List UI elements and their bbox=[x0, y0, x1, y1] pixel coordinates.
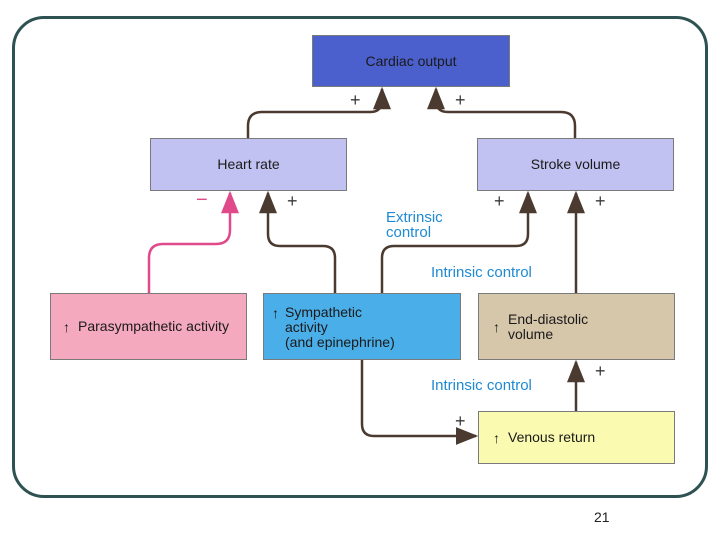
increase-arrow-icon: ↑ bbox=[493, 429, 500, 446]
venous-return-box: ↑ Venous return bbox=[478, 411, 675, 464]
increase-arrow-icon: ↑ bbox=[272, 305, 279, 321]
extrinsic-line1: Extrinsic bbox=[386, 209, 443, 226]
heart-rate-label: Heart rate bbox=[217, 156, 280, 172]
sympathetic-label: Sympathetic activity (and epinephrine) bbox=[285, 305, 395, 350]
parasympathetic-activity-box: ↑ Parasympathetic activity bbox=[50, 293, 247, 360]
arrow-sympathetic-to-heartrate bbox=[259, 190, 337, 293]
sympathetic-line2: activity bbox=[285, 319, 328, 335]
plus-sign: + bbox=[595, 191, 606, 211]
arrow-parasympathetic-to-heartrate bbox=[147, 190, 239, 293]
plus-sign: + bbox=[595, 361, 606, 381]
venous-return-label: Venous return bbox=[508, 429, 596, 445]
plus-sign: + bbox=[455, 90, 466, 110]
parasympathetic-label: Parasympathetic activity bbox=[78, 318, 229, 334]
plus-sign: + bbox=[287, 191, 298, 211]
intrinsic-control-label-upper: Intrinsic control bbox=[431, 264, 532, 281]
plus-sign: + bbox=[350, 90, 361, 110]
plus-sign: + bbox=[455, 411, 466, 431]
slide-frame bbox=[12, 16, 708, 498]
stroke-volume-box: Stroke volume bbox=[477, 138, 674, 191]
end-diastolic-line1: End-diastolic bbox=[508, 310, 589, 327]
plus-sign: + bbox=[494, 191, 505, 211]
intrinsic-control-label-lower: Intrinsic control bbox=[431, 377, 532, 394]
arrow-heartrate-to-cardiac bbox=[246, 86, 391, 138]
increase-arrow-icon: ↑ bbox=[63, 318, 70, 335]
sympathetic-line3: (and epinephrine) bbox=[285, 334, 395, 350]
stroke-volume-label: Stroke volume bbox=[530, 156, 621, 172]
extrinsic-control-label: Extrinsic control bbox=[386, 210, 443, 240]
extrinsic-line2: control bbox=[386, 224, 432, 241]
cardiac-output-box: Cardiac output bbox=[312, 35, 510, 87]
arrow-sympathetic-to-venous bbox=[360, 360, 479, 445]
heart-rate-box: Heart rate bbox=[150, 138, 347, 191]
arrow-sympathetic-to-strokevolume bbox=[380, 190, 537, 293]
arrow-strokevolume-to-cardiac bbox=[427, 86, 577, 138]
end-diastolic-line2: volume bbox=[508, 325, 554, 342]
increase-arrow-icon: ↑ bbox=[493, 318, 500, 335]
cardiac-output-label: Cardiac output bbox=[365, 52, 457, 69]
page-number: 21 bbox=[594, 509, 610, 525]
sympathetic-line1: Sympathetic bbox=[285, 304, 363, 320]
end-diastolic-label: End-diastolic volume bbox=[508, 310, 589, 342]
sympathetic-activity-box: ↑ Sympathetic activity (and epinephrine) bbox=[263, 293, 461, 360]
end-diastolic-volume-box: ↑ End-diastolic volume bbox=[478, 293, 675, 360]
minus-sign: − bbox=[196, 189, 208, 211]
